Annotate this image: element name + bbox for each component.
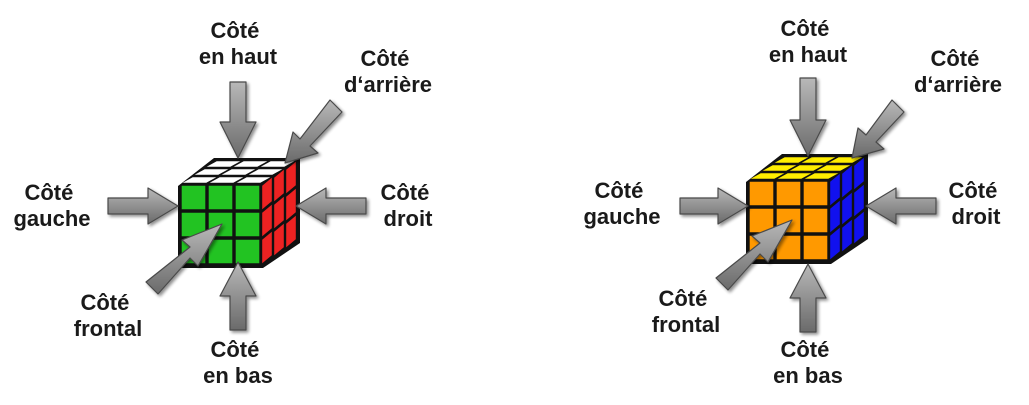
right-sticker (854, 211, 864, 244)
label-right-left: Côté droit (380, 180, 435, 231)
label-front-left: Côté frontal (74, 290, 142, 341)
top-sticker (248, 169, 283, 175)
arrow-right-side-right (865, 187, 937, 225)
top-sticker (221, 169, 256, 175)
front-sticker (208, 239, 233, 264)
right-sticker (842, 192, 852, 225)
arrow-back-left (284, 99, 343, 164)
label-front-right: Côté frontal (652, 286, 720, 337)
arrow-bottom-left (219, 261, 257, 331)
right-sticker (854, 184, 864, 217)
top-sticker (209, 177, 244, 183)
right-sticker (854, 157, 864, 190)
arrow-top-right (789, 77, 827, 157)
top-sticker (828, 157, 863, 163)
front-sticker (803, 181, 828, 206)
right-sticker (274, 196, 284, 229)
top-sticker (804, 173, 839, 179)
front-sticker (235, 239, 260, 264)
label-right-right: Côté droit (948, 178, 1003, 229)
right-sticker (830, 227, 840, 260)
top-sticker (816, 165, 851, 171)
label-bottom-right: Côté en bas (773, 337, 843, 388)
right-sticker (262, 204, 272, 237)
front-sticker (181, 212, 206, 237)
right-sticker (842, 165, 852, 198)
front-sticker (803, 235, 828, 260)
label-left-right: Côté gauche (583, 178, 660, 229)
right-sticker (830, 200, 840, 233)
right-sticker (274, 223, 284, 256)
top-sticker (182, 177, 217, 183)
arrow-top-left (219, 81, 257, 159)
label-back-right: Côté d‘arrière (914, 46, 1002, 97)
top-sticker (750, 173, 785, 179)
right-sticker (262, 231, 272, 264)
label-bottom-left: Côté en bas (203, 337, 273, 388)
label-top-left: Côté en haut (199, 18, 278, 69)
top-sticker (206, 161, 241, 167)
front-sticker (776, 235, 801, 260)
right-sticker (262, 177, 272, 210)
arrow-left-side-left (107, 187, 179, 225)
arrow-right-side-left (295, 187, 367, 225)
right-sticker (286, 188, 296, 221)
top-sticker (236, 177, 271, 183)
label-back-left: Côté d‘arrière (344, 46, 432, 97)
arrow-bottom-right (789, 263, 827, 333)
front-sticker (749, 181, 774, 206)
front-sticker (235, 185, 260, 210)
diagram-white-green-red: Côté en haut Côté d‘arrière Côté gauche … (12, 17, 435, 390)
front-sticker (749, 208, 774, 233)
top-sticker (789, 165, 824, 171)
front-sticker (235, 212, 260, 237)
front-sticker (181, 185, 206, 210)
label-left-left: Côté gauche (13, 180, 90, 231)
top-sticker (194, 169, 229, 175)
arrow-front-left (145, 223, 223, 295)
rubiks-cube-right (746, 154, 868, 264)
right-sticker (274, 169, 284, 202)
right-sticker (830, 173, 840, 206)
right-sticker (286, 215, 296, 248)
arrow-front-right (715, 219, 793, 291)
right-sticker (842, 219, 852, 252)
top-sticker (777, 173, 812, 179)
arrow-back-right (851, 99, 905, 159)
top-sticker (801, 157, 836, 163)
front-sticker (776, 181, 801, 206)
label-top-right: Côté en haut (769, 16, 848, 67)
top-sticker (762, 165, 797, 171)
top-sticker (774, 157, 809, 163)
front-sticker (208, 185, 233, 210)
right-sticker (286, 161, 296, 194)
top-sticker (233, 161, 268, 167)
arrow-left-side-right (679, 187, 749, 225)
front-sticker (803, 208, 828, 233)
diagram-yellow-orange-blue: Côté en haut Côté d‘arrière Côté gauche … (582, 15, 1004, 390)
